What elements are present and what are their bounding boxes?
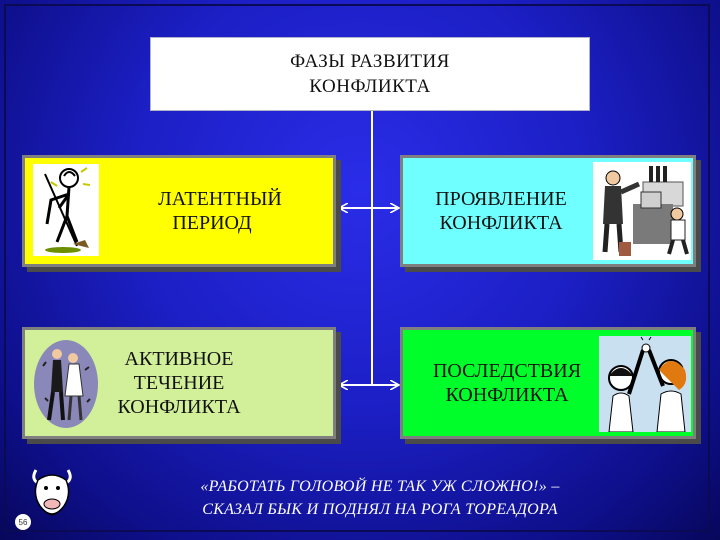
consequences-line-1: ПОСЛЕДСТВИЯ: [432, 360, 582, 382]
slide-frame: [4, 4, 710, 532]
phase-box-consequences: ПОСЛЕДСТВИЯ КОНФЛИКТА: [400, 327, 696, 439]
sweeping-person-clipart: [33, 164, 99, 256]
latent-line-1: ЛАТЕНТНЫЙ: [158, 188, 282, 210]
dancing-couple-clipart: [33, 336, 99, 428]
manifestation-line-1: ПРОЯВЛЕНИЕ: [435, 188, 567, 210]
slide-number-badge: 56: [15, 514, 31, 530]
active-line-1: АКТИВНОЕ: [124, 348, 234, 370]
active-line-2: ТЕЧЕНИЕ: [133, 372, 225, 394]
phase-box-manifestation: ПРОЯВЛЕНИЕ КОНФЛИКТА: [400, 155, 696, 267]
title-line-2: КОНФЛИКТА: [309, 76, 431, 97]
active-line-3: КОНФЛИКТА: [117, 396, 241, 418]
title-line-1: ФАЗЫ РАЗВИТИЯ: [290, 51, 450, 72]
quote-text: «РАБОТАТЬ ГОЛОВОЙ НЕ ТАК УЖ СЛОЖНО!» – С…: [100, 475, 660, 521]
high-five-clipart: [599, 336, 691, 432]
consequences-line-2: КОНФЛИКТА: [445, 384, 569, 406]
title-box: ФАЗЫ РАЗВИТИЯ КОНФЛИКТА: [150, 37, 590, 111]
office-argument-clipart: [593, 162, 691, 260]
phase-box-active: АКТИВНОЕ ТЕЧЕНИЕ КОНФЛИКТА: [22, 327, 336, 439]
manifestation-line-2: КОНФЛИКТА: [439, 212, 563, 234]
bull-head-clipart: [30, 464, 74, 522]
phase-box-latent: ЛАТЕНТНЫЙ ПЕРИОД: [22, 155, 336, 267]
quote-line-1: «РАБОТАТЬ ГОЛОВОЙ НЕ ТАК УЖ СЛОЖНО!» –: [200, 478, 560, 495]
quote-line-2: СКАЗАЛ БЫК И ПОДНЯЛ НА РОГА ТОРЕАДОРА: [202, 501, 558, 518]
slide-number: 56: [18, 517, 28, 527]
latent-line-2: ПЕРИОД: [172, 212, 252, 234]
